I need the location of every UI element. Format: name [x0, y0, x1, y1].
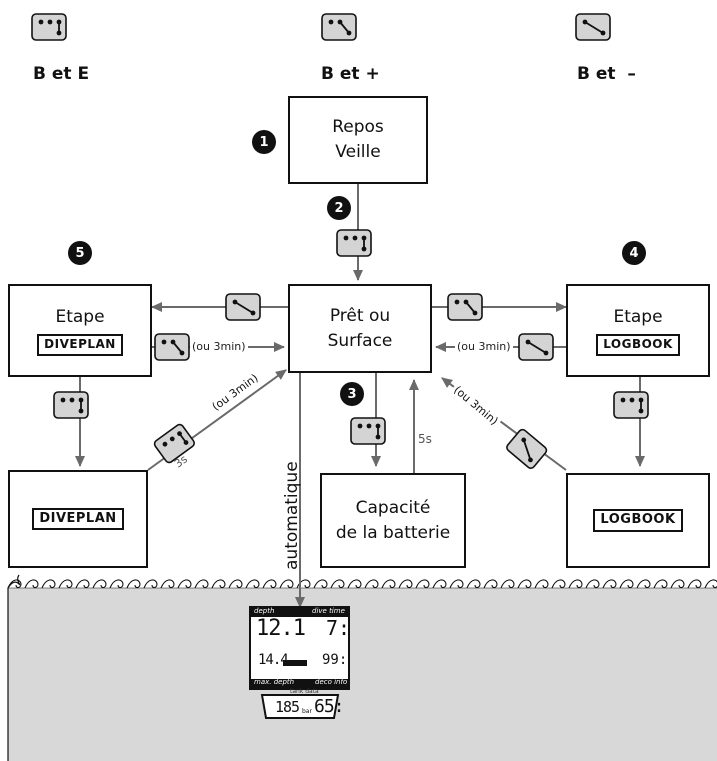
node-etape-right-tag: LOGBOOK: [596, 334, 680, 356]
lcd-pressure-value: 185: [275, 698, 300, 716]
legend-button-b-e: [31, 13, 67, 41]
button-b-minus-right: [518, 333, 554, 361]
lcd-depth-value: 12.1: [256, 616, 306, 641]
node-logbook-tag: LOGBOOK: [593, 509, 683, 532]
legend-button-b-minus: [575, 13, 611, 41]
node-batterie: Capacité de la batterie: [320, 473, 466, 568]
lcd-maxdepth-label: max. depth: [254, 678, 295, 686]
lcd-rbt-value: 65:: [314, 696, 344, 717]
node-repos-line2: Veille: [335, 142, 381, 162]
node-pret-line1: Prêt ou: [329, 305, 391, 326]
button-b-minus-logbook: [504, 427, 549, 471]
button-b-e-diveplan: [53, 391, 89, 419]
lcd-deco-value: 99:: [322, 652, 348, 668]
button-b-plus-right: [447, 293, 483, 321]
step-badge-2: 2: [327, 196, 351, 220]
node-repos-line1: Repos: [332, 117, 384, 138]
note-ou-3min-right: (ou 3min): [455, 340, 513, 353]
node-repos: Repos Veille: [288, 96, 428, 184]
button-b-e-repos: [336, 229, 372, 257]
lcd-pressure-unit: bar: [302, 708, 312, 715]
water-surface: [7, 574, 717, 761]
lcd-depth-label: depth: [254, 607, 275, 615]
node-etape-left-tag: DIVEPLAN: [37, 334, 123, 356]
wave-curl: [7, 579, 717, 589]
node-etape-logbook: Etape LOGBOOK: [566, 284, 710, 377]
button-b-e-batterie: [350, 417, 386, 445]
button-b-plus-left: [154, 333, 190, 361]
node-pret-surface: Prêt ou Surface: [288, 284, 432, 373]
legend-label-b-e: B et E: [33, 64, 90, 84]
lcd-divetime-value: 7:: [326, 616, 351, 640]
legend-button-b-plus: [321, 13, 357, 41]
node-logbook: LOGBOOK: [566, 473, 710, 568]
legend-label-b-minus: B et –: [577, 64, 636, 84]
note-5s: 5s: [418, 432, 432, 446]
button-b-e-logbook: [613, 391, 649, 419]
legend-label-b-plus: B et +: [321, 64, 380, 84]
lcd-maxdepth-value: 14.4: [258, 652, 289, 668]
lcd-decoinfo-label: deco info: [315, 678, 348, 686]
note-automatique: automatique: [282, 461, 302, 570]
lcd-display: [249, 606, 350, 719]
node-batterie-line2: de la batterie: [335, 522, 451, 543]
node-diveplan-tag: DIVEPLAN: [32, 507, 124, 531]
step-badge-4: 4: [622, 241, 646, 265]
lcd-tank-label: tank data: [290, 688, 319, 695]
step-badge-3: 3: [340, 382, 364, 406]
node-batterie-line1: Capacité: [355, 497, 431, 518]
wave-line: [7, 579, 717, 589]
node-pret-line2: Surface: [327, 330, 393, 351]
step-badge-1: 1: [252, 130, 276, 154]
step-badge-5: 5: [68, 241, 92, 265]
lcd-divetime-label: dive time: [312, 607, 345, 615]
node-etape-right-title: Etape: [613, 307, 663, 328]
button-b-minus-left: [225, 293, 261, 321]
note-ou-3min-left: (ou 3min): [190, 340, 248, 353]
node-etape-diveplan: Etape DIVEPLAN: [8, 284, 152, 377]
node-diveplan: DIVEPLAN: [8, 470, 148, 568]
node-etape-left-title: Etape: [55, 307, 105, 328]
